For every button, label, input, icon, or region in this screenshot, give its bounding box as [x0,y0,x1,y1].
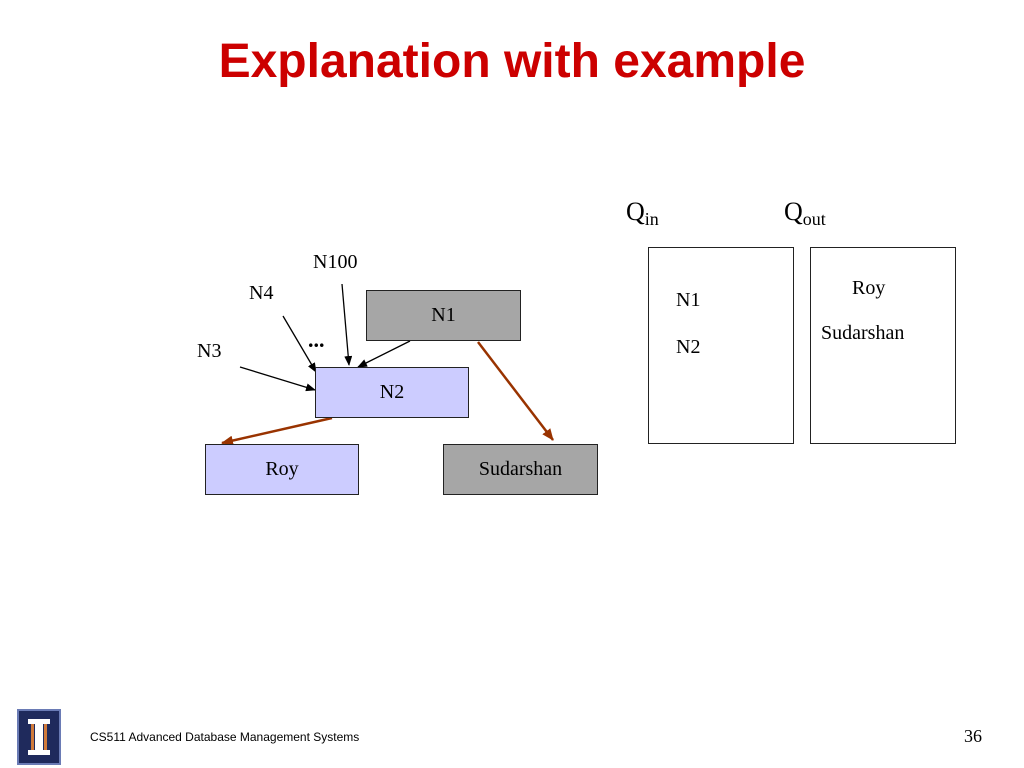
edge-n4-n2 [282,315,317,373]
edge-n1-n2 [357,340,411,368]
qin-subscript: in [644,209,659,229]
footer-course: CS511 Advanced Database Management Syste… [90,730,360,744]
edge-n100-n2 [341,283,353,366]
node-n2: N2 [315,367,469,418]
label-n100: N100 [313,251,358,273]
node-n1-label: N1 [431,304,456,326]
page-number: 36 [964,726,982,746]
qout-item: Roy [852,277,886,299]
qout-item: Sudarshan [821,322,905,344]
edge-n2-roy [221,416,333,446]
edge-n1-sudarshan [477,341,554,441]
logo-mark-icon [28,719,50,755]
node-sudarshan: Sudarshan [443,444,598,495]
qin-item: N1 [676,289,701,311]
label-n3: N3 [197,340,222,362]
node-sudarshan-label: Sudarshan [478,458,563,480]
node-n2-label: N2 [379,381,405,403]
qout-box: Roy Sudarshan [810,247,956,444]
qin-item: N2 [676,336,701,358]
label-n4: N4 [249,282,274,304]
node-roy: Roy [205,444,359,495]
qin-header: Qin [626,197,659,234]
slide-title: Explanation with example [218,35,806,88]
qin-box: N1 N2 [648,247,794,444]
edge-n3-n2 [239,366,316,392]
qout-subscript: out [802,209,826,229]
label-ellipsis: ... [308,327,325,352]
qout-letter: Q [784,197,803,226]
node-n1: N1 [366,290,521,341]
qin-letter: Q [626,197,645,226]
qout-header: Qout [784,197,826,234]
node-roy-label: Roy [265,458,299,480]
university-logo [17,709,61,765]
